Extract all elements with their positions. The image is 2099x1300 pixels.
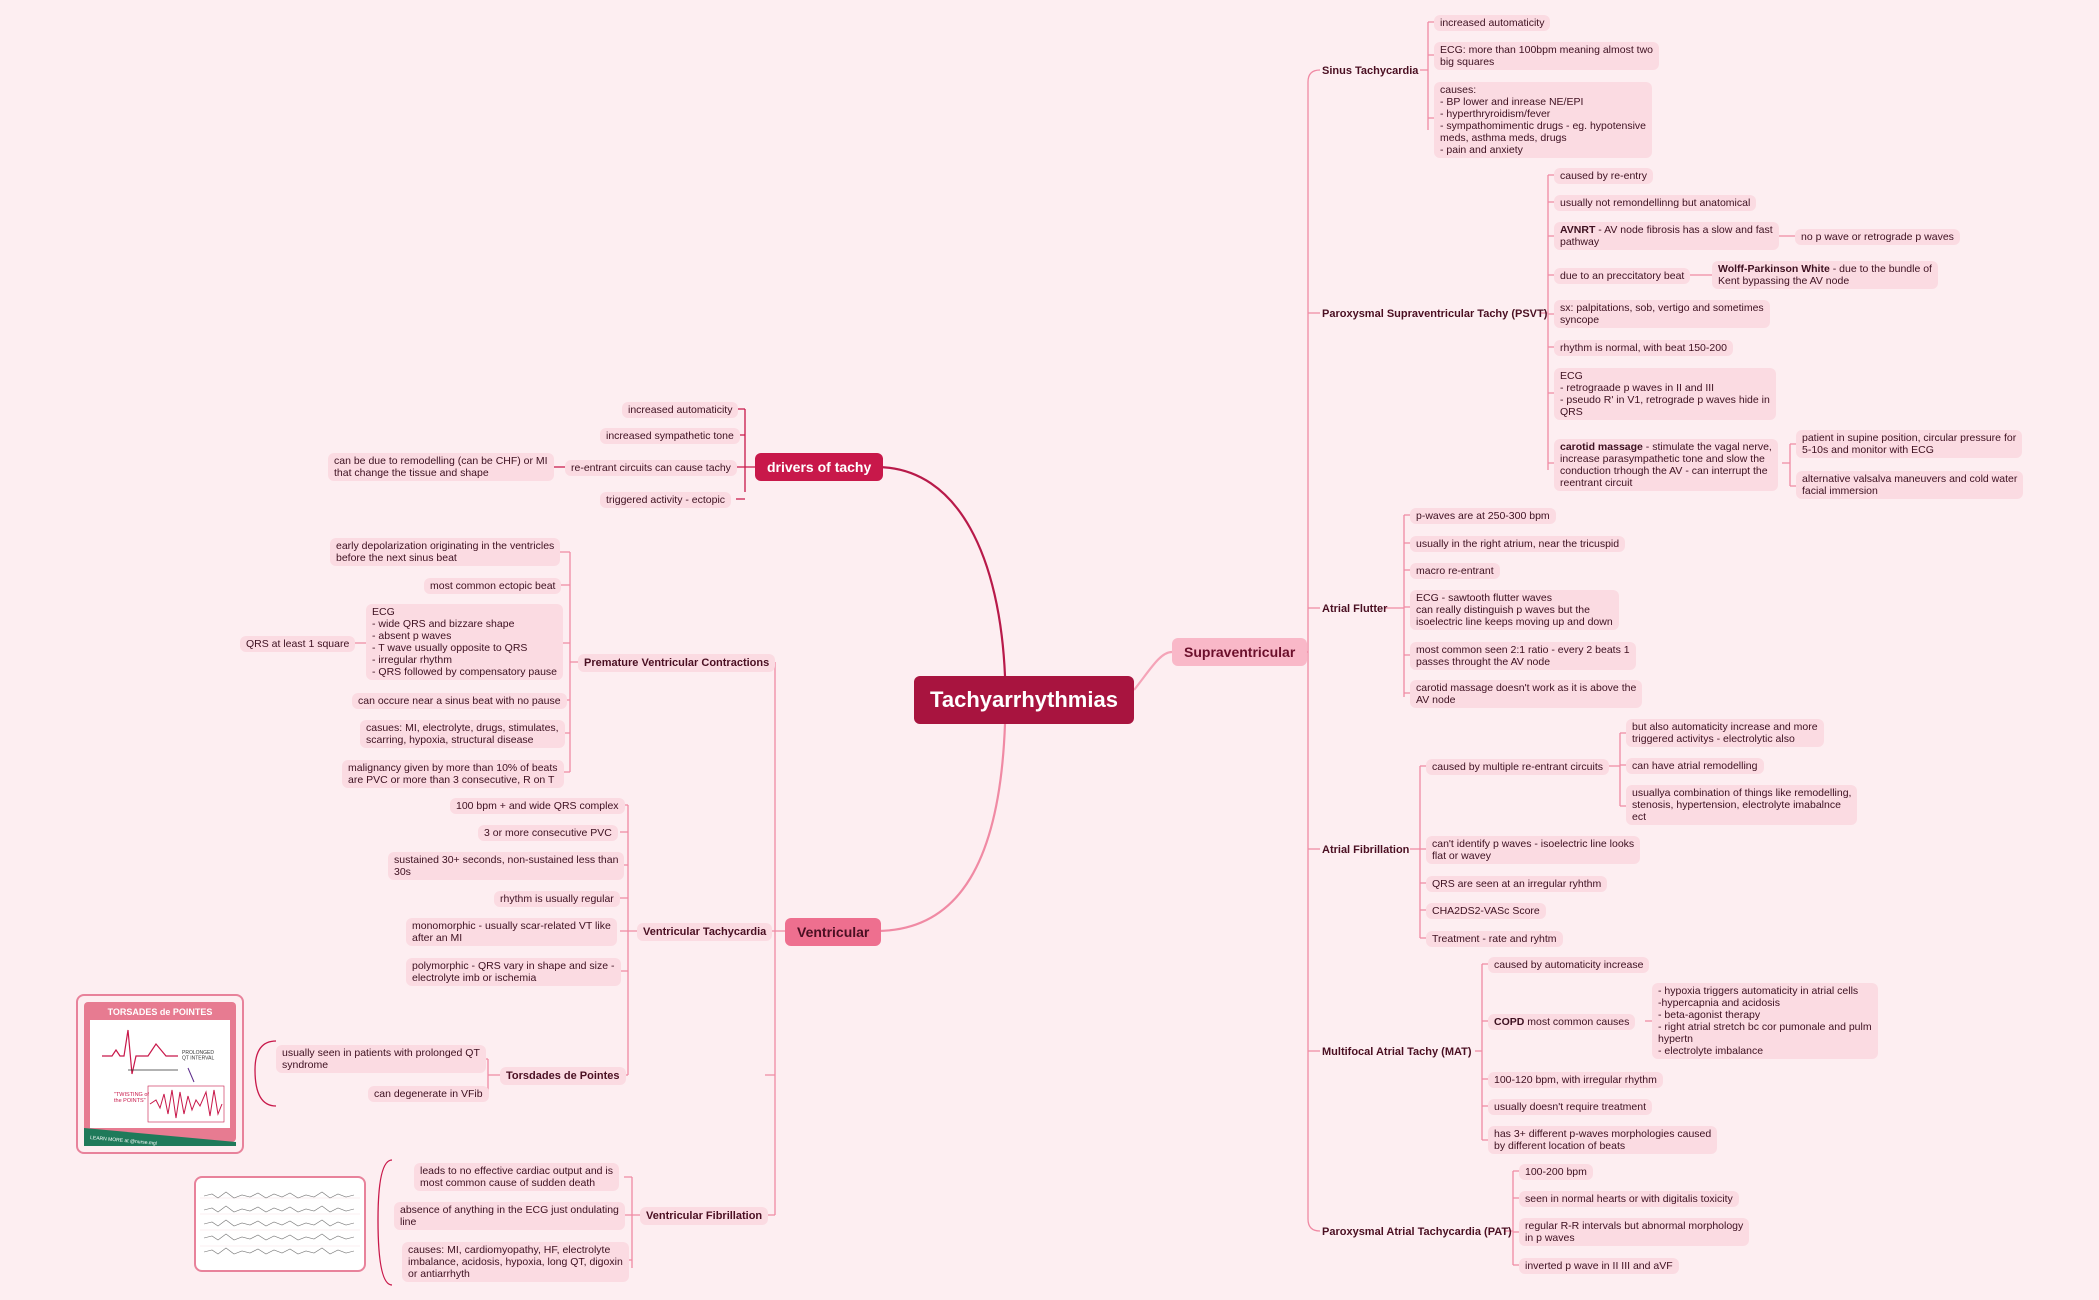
reentrant-child: can have atrial remodelling (1626, 758, 1764, 774)
node-ventricular-tachycardia[interactable]: Ventricular Tachycardia (637, 923, 773, 941)
flutter-leaf: carotid massage doesn't work as it is ab… (1410, 680, 1643, 708)
psvt-leaf: sx: palpitations, sob, vertigo and somet… (1554, 300, 1770, 328)
afib-leaf: can't identify p waves - isoelectric lin… (1426, 836, 1641, 864)
afib-leaf: CHA2DS2-VASc Score (1426, 903, 1546, 919)
flutter-leaf: ECG - sawtooth flutter waves can really … (1410, 590, 1619, 630)
pat-leaf: inverted p wave in II III and aVF (1519, 1258, 1679, 1274)
pvc-leaf: can occure near a sinus beat with no pau… (352, 693, 567, 709)
psvt-leaf: carotid massage - stimulate the vagal ne… (1554, 439, 1778, 491)
vt-leaf: polymorphic - QRS vary in shape and size… (406, 958, 621, 986)
torsades-image-footer: LEARN MORE at @nurse.mg! (90, 1135, 158, 1147)
pat-leaf: 100-200 bpm (1519, 1164, 1593, 1180)
connector-root-supra (1133, 650, 1173, 691)
node-pvc[interactable]: Premature Ventricular Contractions (578, 654, 776, 672)
node-pat[interactable]: Paroxysmal Atrial Tachycardia (PAT) (1322, 1226, 1512, 1238)
psvt-leaf: caused by re-entry (1554, 168, 1653, 184)
reentrant-child: usuallya combination of things like remo… (1626, 785, 1858, 825)
node-sinus-tachycardia[interactable]: Sinus Tachycardia (1322, 65, 1419, 77)
psvt-leaf: AVNRT - AV node fibrosis has a slow and … (1554, 222, 1779, 250)
flutter-leaf: macro re-entrant (1410, 563, 1500, 579)
node-mat[interactable]: Multifocal Atrial Tachy (MAT) (1322, 1046, 1472, 1058)
drivers-reentrant-child: can be due to remodelling (can be CHF) o… (328, 453, 554, 481)
afib-leaf: Treatment - rate and ryhtm (1426, 931, 1563, 947)
root-node[interactable]: Tachyarrhythmias (914, 676, 1134, 724)
vt-leaf: 3 or more consecutive PVC (478, 825, 618, 841)
vt-leaf: 100 bpm + and wide QRS complex (450, 798, 625, 814)
psvt-leaf: ECG - retrograade p waves in II and III … (1554, 368, 1776, 420)
pvc-leaf: casues: MI, electrolyte, drugs, stimulat… (360, 720, 565, 748)
torsades-image-title: TORSADES de POINTES (108, 1007, 213, 1017)
mat-leaf: caused by automaticity increase (1488, 957, 1650, 973)
node-supraventricular[interactable]: Supraventricular (1172, 638, 1308, 666)
vfib-ecg-illustration (200, 1182, 360, 1266)
psvt-leaf: rhythm is normal, with beat 150-200 (1554, 340, 1733, 356)
flutter-leaf: most common seen 2:1 ratio - every 2 bea… (1410, 642, 1636, 670)
carotid-child: alternative valsalva maneuvers and cold … (1796, 471, 2024, 499)
flutter-leaf: p-waves are at 250-300 bpm (1410, 508, 1556, 524)
drivers-leaf: increased sympathetic tone (600, 428, 740, 444)
drivers-leaf: increased automaticity (622, 402, 739, 418)
tdp-leaf: usually seen in patients with prolonged … (276, 1045, 486, 1073)
afib-leaf: QRS are seen at an irregular ryhthm (1426, 876, 1608, 892)
pvc-leaf: ECG - wide QRS and bizzare shape - absen… (366, 604, 564, 680)
sinus-leaf: ECG: more than 100bpm meaning almost two… (1434, 42, 1660, 70)
pvc-leaf: early depolarization originating in the … (330, 538, 561, 566)
pvc-leaf: most common ectopic beat (424, 578, 562, 594)
pvc-leaf: malignancy given by more than 10% of bea… (342, 760, 564, 788)
vfib-leaf: absence of anything in the ECG just ondu… (394, 1202, 625, 1230)
vfib-leaf: leads to no effective cardiac output and… (414, 1163, 620, 1191)
sinus-leaf: increased automaticity (1434, 15, 1551, 31)
avnrt-child: no p wave or retrograde p waves (1795, 229, 1960, 245)
connector-root-drivers (875, 465, 1007, 677)
node-drivers-of-tachy[interactable]: drivers of tachy (755, 453, 884, 481)
mat-leaf: 100-120 bpm, with irregular rhythm (1488, 1072, 1663, 1088)
tdp-leaf: can degenerate in VFib (368, 1086, 489, 1102)
drivers-leaf: re-entrant circuits can cause tachy (565, 460, 737, 476)
reentrant-child: but also automaticity increase and more … (1626, 719, 1824, 747)
mat-leaf: usually doesn't require treatment (1488, 1099, 1653, 1115)
afib-leaf: caused by multiple re-entrant circuits (1426, 759, 1609, 775)
vt-leaf: monomorphic - usually scar-related VT li… (406, 918, 617, 946)
pat-leaf: seen in normal hearts or with digitalis … (1519, 1191, 1739, 1207)
node-ventricular[interactable]: Ventricular (785, 918, 882, 946)
vt-leaf: sustained 30+ seconds, non-sustained les… (388, 852, 625, 880)
mat-leaf: has 3+ different p-waves morphologies ca… (1488, 1126, 1718, 1154)
psvt-leaf: usually not remondellinng but anatomical (1554, 195, 1757, 211)
carotid-child: patient in supine position, circular pre… (1796, 430, 2023, 458)
mat-leaf: COPD most common causes (1488, 1014, 1636, 1030)
vfib-leaf: causes: MI, cardiomyopathy, HF, electrol… (402, 1242, 629, 1282)
connector-root-ventricular (875, 723, 1007, 933)
vt-leaf: rhythm is usually regular (494, 891, 620, 907)
sinus-leaf: causes: - BP lower and inrease NE/EPI - … (1434, 82, 1653, 158)
wpw-child: Wolff-Parkinson White - due to the bundl… (1712, 261, 1938, 289)
node-ventricular-fibrillation[interactable]: Ventricular Fibrillation (640, 1207, 769, 1225)
flutter-leaf: usually in the right atrium, near the tr… (1410, 536, 1626, 552)
psvt-leaf: due to an preccitatory beat (1554, 268, 1691, 284)
drivers-leaf: triggered activity - ectopic (600, 492, 732, 508)
node-atrial-flutter[interactable]: Atrial Flutter (1322, 603, 1388, 615)
pat-leaf: regular R-R intervals but abnormal morph… (1519, 1218, 1750, 1246)
pvc-ecg-child: QRS at least 1 square (240, 636, 356, 652)
node-atrial-fibrillation[interactable]: Atrial Fibrillation (1322, 844, 1410, 856)
node-torsades[interactable]: Torsdades de Pointes (500, 1067, 626, 1085)
node-psvt[interactable]: Paroxysmal Supraventricular Tachy (PSVT) (1322, 308, 1548, 320)
copd-child: - hypoxia triggers automaticity in atria… (1652, 983, 1878, 1059)
vfib-ecg-image[interactable] (194, 1176, 366, 1272)
